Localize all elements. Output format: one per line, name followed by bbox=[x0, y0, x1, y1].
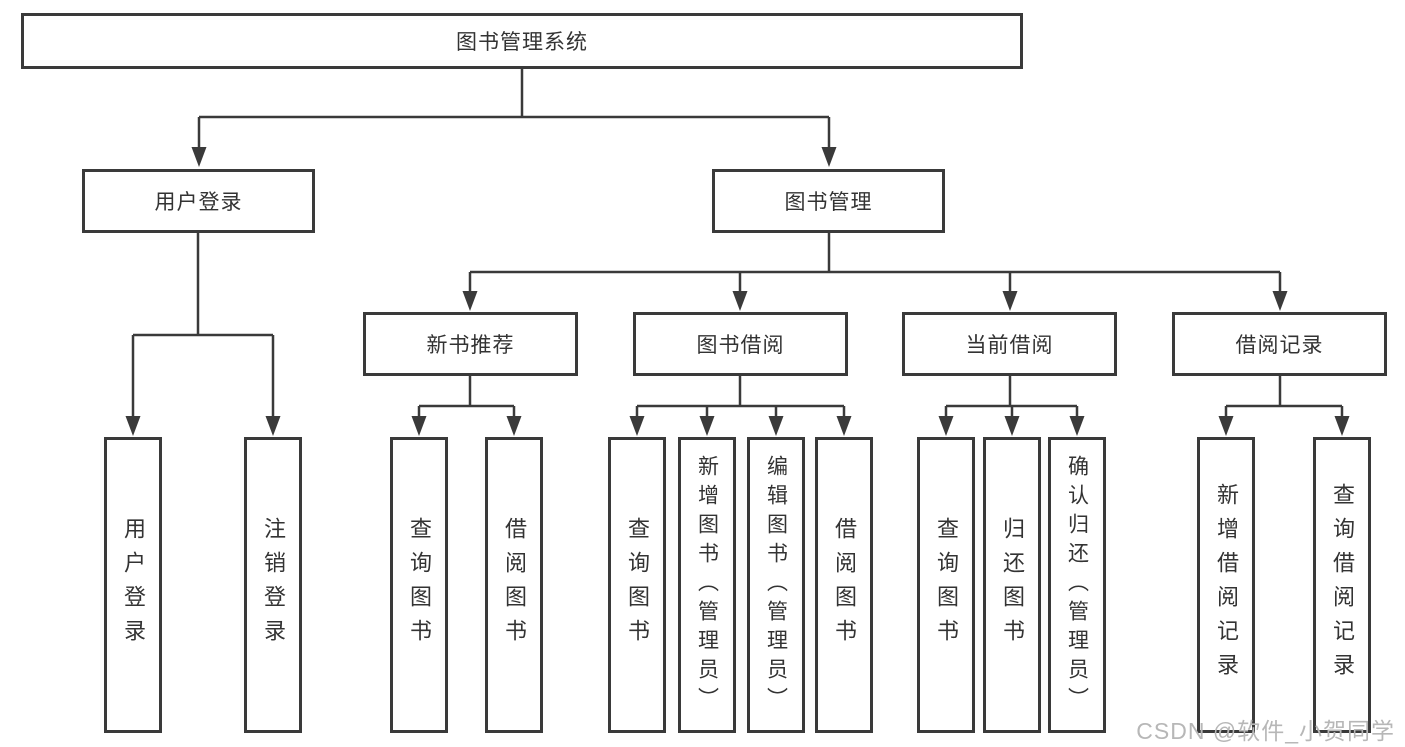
leaf-confirm-return-admin: 确认归还（管理员） bbox=[1048, 437, 1106, 733]
leaf-return-books: 归还图书 bbox=[983, 437, 1041, 733]
leaf-query-borrow-record-label: 查询借阅记录 bbox=[1330, 483, 1355, 687]
leaf-confirm-return-admin-label: 确认归还（管理员） bbox=[1065, 454, 1089, 716]
node-user-login: 用户登录 bbox=[82, 169, 315, 233]
leaf-query-books-borrow: 查询图书 bbox=[608, 437, 666, 733]
leaf-add-books-admin-label: 新增图书（管理员） bbox=[695, 454, 719, 716]
node-new-book-recommend: 新书推荐 bbox=[363, 312, 578, 376]
leaf-add-borrow-record-label: 新增借阅记录 bbox=[1214, 483, 1239, 687]
leaf-borrow-books: 借阅图书 bbox=[815, 437, 873, 733]
leaf-logout: 注销登录 bbox=[244, 437, 302, 733]
leaf-query-borrow-record: 查询借阅记录 bbox=[1313, 437, 1371, 733]
node-borrow-records: 借阅记录 bbox=[1172, 312, 1387, 376]
node-book-management: 图书管理 bbox=[712, 169, 945, 233]
leaf-add-books-admin: 新增图书（管理员） bbox=[678, 437, 736, 733]
leaf-query-books-recommend-label: 查询图书 bbox=[407, 517, 432, 653]
leaf-query-books-current: 查询图书 bbox=[917, 437, 975, 733]
node-library-management-system: 图书管理系统 bbox=[21, 13, 1023, 69]
leaf-user-login-label: 用户登录 bbox=[121, 517, 146, 653]
leaf-user-login: 用户登录 bbox=[104, 437, 162, 733]
leaf-return-books-label: 归还图书 bbox=[1000, 517, 1025, 653]
leaf-edit-books-admin-label: 编辑图书（管理员） bbox=[764, 454, 788, 716]
leaf-edit-books-admin: 编辑图书（管理员） bbox=[747, 437, 805, 733]
node-current-borrow: 当前借阅 bbox=[902, 312, 1117, 376]
watermark: CSDN @软件_小贺同学 bbox=[1136, 718, 1395, 744]
leaf-logout-label: 注销登录 bbox=[261, 517, 286, 653]
leaf-borrow-books-recommend-label: 借阅图书 bbox=[502, 517, 527, 653]
leaf-query-books-borrow-label: 查询图书 bbox=[625, 517, 650, 653]
leaf-query-books-current-label: 查询图书 bbox=[934, 517, 959, 653]
leaf-borrow-books-recommend: 借阅图书 bbox=[485, 437, 543, 733]
leaf-query-books-recommend: 查询图书 bbox=[390, 437, 448, 733]
leaf-add-borrow-record: 新增借阅记录 bbox=[1197, 437, 1255, 733]
leaf-borrow-books-label: 借阅图书 bbox=[832, 517, 857, 653]
node-book-borrow: 图书借阅 bbox=[633, 312, 848, 376]
arrowhead-icons bbox=[125, 147, 1350, 436]
